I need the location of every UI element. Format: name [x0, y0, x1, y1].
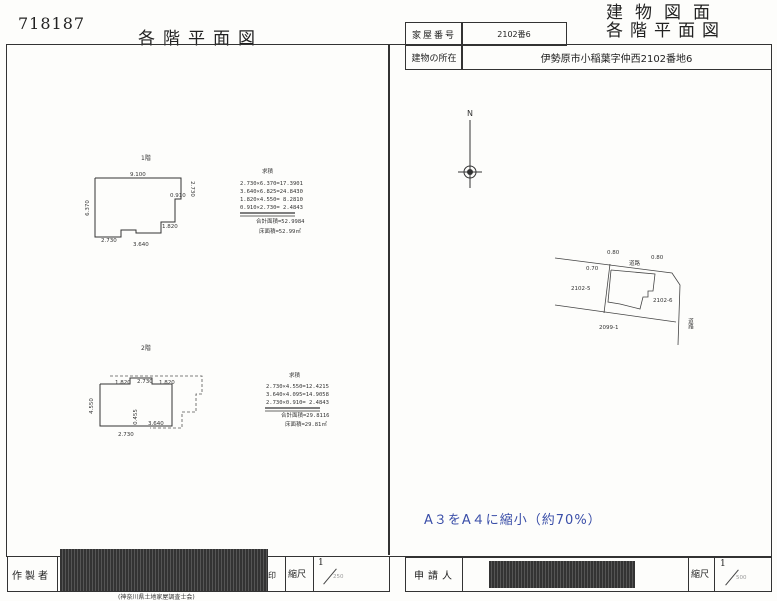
- floor2-total: 合計面積=29.8116: [281, 413, 330, 419]
- floor1-total: 合計面積=52.9984: [256, 219, 305, 225]
- footer-divider: [285, 556, 286, 591]
- reduction-note: A３をA４に縮小（約70%）: [424, 513, 602, 528]
- site-road-label: 道路: [629, 261, 641, 267]
- floor1-label: 1階: [141, 155, 151, 162]
- floor1-dim-left: 6.370: [84, 200, 91, 216]
- floor2-calc-line: 3.640×4.095=14.9058: [266, 392, 329, 398]
- location-value: 伊勢原市小稲葉字仲西2102番地6: [461, 44, 772, 70]
- right-title-line1: 建物図面: [606, 3, 722, 23]
- scale-den-right: 500: [736, 575, 747, 581]
- right-title-line2: 各階平面図: [606, 21, 726, 41]
- floor1-calc-line: 0.910×2.730= 2.4843: [240, 205, 303, 211]
- house-number-value: 2102番6: [461, 22, 567, 46]
- site-plan: [554, 257, 681, 346]
- floor2-dim: 2.730: [137, 379, 153, 385]
- floor1-calc-line: 1.820×4.550= 8.2810: [240, 197, 303, 203]
- floor2-dim: 1.820: [159, 380, 175, 386]
- redacted-applicant: [489, 561, 635, 588]
- site-lot: 2102-5: [571, 286, 591, 292]
- association-label: (神奈川県土地家屋調査士会): [118, 594, 195, 601]
- floor1-dim-right: 2.730: [188, 181, 195, 197]
- scale-label-right: 縮尺: [691, 570, 710, 580]
- footer-right-box: [405, 557, 772, 592]
- floor1-calc-line: 2.730×6.370=17.3901: [240, 181, 303, 187]
- floor1-dim-bm: 3.640: [133, 242, 149, 248]
- site-lot: 2102-6: [653, 298, 673, 304]
- floor2-dim: 2.730: [118, 432, 134, 438]
- floor1-dim-top: 9.100: [130, 172, 146, 178]
- location-label: 建物の所在: [405, 44, 463, 70]
- scale-label-left: 縮尺: [288, 570, 307, 580]
- site-offset: 0.70: [586, 266, 599, 272]
- floor2-area: 床面積=29.81㎡: [285, 422, 327, 428]
- footer-divider: [57, 556, 58, 591]
- center-divider: [388, 44, 390, 555]
- applicant-label: 申請人: [414, 571, 456, 582]
- floor2-dim-inner: 0.455: [132, 409, 139, 425]
- floor2-dim-left: 4.550: [88, 398, 95, 414]
- footer-divider: [313, 556, 314, 591]
- site-offset: 0.80: [651, 255, 664, 261]
- floor2-calc-title: 求積: [289, 373, 301, 379]
- seal-label: 印: [268, 571, 276, 580]
- floor2-below-outline: [110, 375, 203, 429]
- floor1-dim-c: 1.820: [162, 224, 178, 230]
- floor1-calc-line: 3.640×6.825=24.8430: [240, 189, 303, 195]
- floor2-dim: 3.640: [148, 421, 164, 427]
- north-arrow-icon: [458, 120, 482, 188]
- scale-num-left: 1: [318, 558, 324, 568]
- floor2-dim: 1.820: [115, 380, 131, 386]
- north-label: N: [467, 109, 473, 118]
- document-number: 718187: [18, 14, 86, 33]
- floor1-outline: [94, 177, 182, 238]
- scale-den-left: 250: [333, 574, 344, 580]
- house-number-label: 家屋番号: [405, 22, 463, 46]
- redacted-maker: [60, 549, 268, 591]
- floor1-area: 床面積=52.99㎡: [259, 229, 301, 235]
- floor2-label: 2階: [141, 345, 151, 352]
- maker-label: 作製者: [12, 571, 51, 582]
- site-lot: 2099-1: [599, 325, 619, 331]
- site-road-label-side: 道路: [687, 318, 693, 329]
- floor1-calc-title: 求積: [262, 169, 274, 175]
- floor1-dim-bl: 2.730: [101, 238, 117, 244]
- floor1-dim-a: 0.910: [170, 193, 186, 199]
- scale-num-right: 1: [720, 559, 726, 569]
- footer-divider: [688, 557, 689, 591]
- floor2-calc-line: 2.730×0.910= 2.4843: [266, 400, 329, 406]
- site-offset: 0.80: [607, 250, 620, 256]
- footer-divider: [462, 557, 463, 591]
- floor2-outline: [99, 377, 173, 427]
- floor2-calc-line: 2.730×4.550=12.4215: [266, 384, 329, 390]
- footer-divider: [714, 557, 715, 591]
